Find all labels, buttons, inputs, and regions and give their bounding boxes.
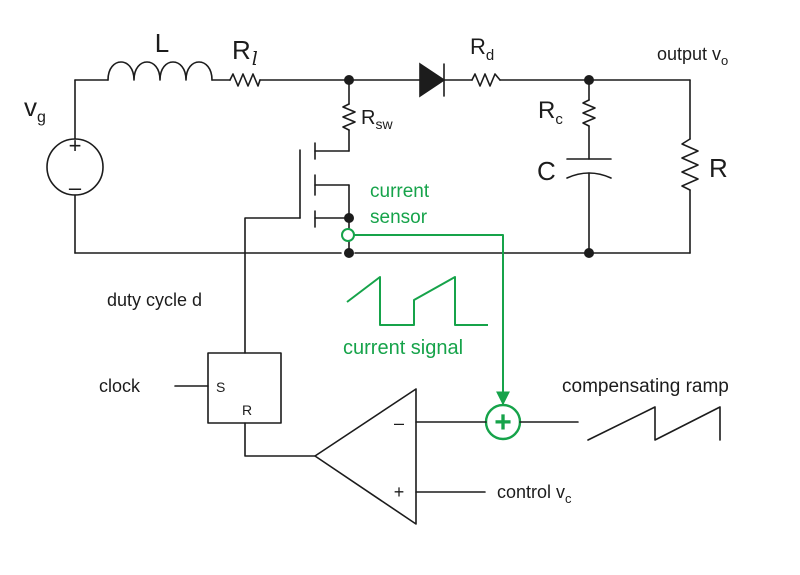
current-signal-waveform	[346, 276, 488, 326]
compensating-ramp-label: compensating ramp	[562, 376, 729, 397]
comparator-minus-label: –	[394, 413, 404, 433]
resistor-rc-label: Rc	[538, 97, 563, 128]
capacitor-label: C	[537, 156, 556, 186]
source-plus: +	[69, 133, 82, 158]
top-wire	[74, 79, 691, 140]
capacitor-branch	[566, 79, 612, 254]
current-sensor-label-1: current	[370, 181, 430, 202]
source-label: vg	[24, 92, 46, 126]
latch-r-label: R	[242, 402, 252, 418]
sensor-signal-wire	[354, 234, 510, 406]
switch-branch	[299, 79, 356, 254]
current-signal-label: current signal	[343, 337, 463, 359]
control-label: control vc	[497, 482, 572, 506]
duty-cycle-label: duty cycle d	[107, 290, 202, 310]
resistor-rsw-label: Rsw	[361, 107, 393, 132]
summer-plus: +	[494, 406, 512, 439]
reset-wire	[244, 422, 316, 457]
output-label: output vo	[657, 44, 728, 68]
comparator-symbol	[314, 388, 417, 525]
resistor-rd-symbol	[471, 73, 501, 87]
voltage-source-symbol	[46, 138, 104, 254]
comparator-plus-label: +	[394, 482, 405, 502]
inductor-label: L	[155, 28, 169, 58]
current-sensor-symbol	[341, 228, 355, 242]
current-sensor-label-2: sensor	[370, 207, 428, 228]
junction-dots	[344, 75, 594, 258]
resistor-rl-label: Rl	[232, 35, 258, 70]
gate-drive-wire	[244, 217, 301, 354]
clock-label: clock	[99, 376, 141, 396]
inductor-symbol	[107, 61, 213, 81]
resistor-rd-label: Rd	[470, 34, 494, 64]
diode-symbol	[419, 62, 446, 98]
compensating-ramp-waveform	[587, 406, 721, 441]
source-minus: –	[69, 175, 82, 200]
latch-s-label: S	[216, 379, 225, 395]
load-resistor-label: R	[709, 153, 728, 183]
load-resistor-symbol	[681, 79, 699, 254]
resistor-rl-symbol	[229, 73, 261, 87]
